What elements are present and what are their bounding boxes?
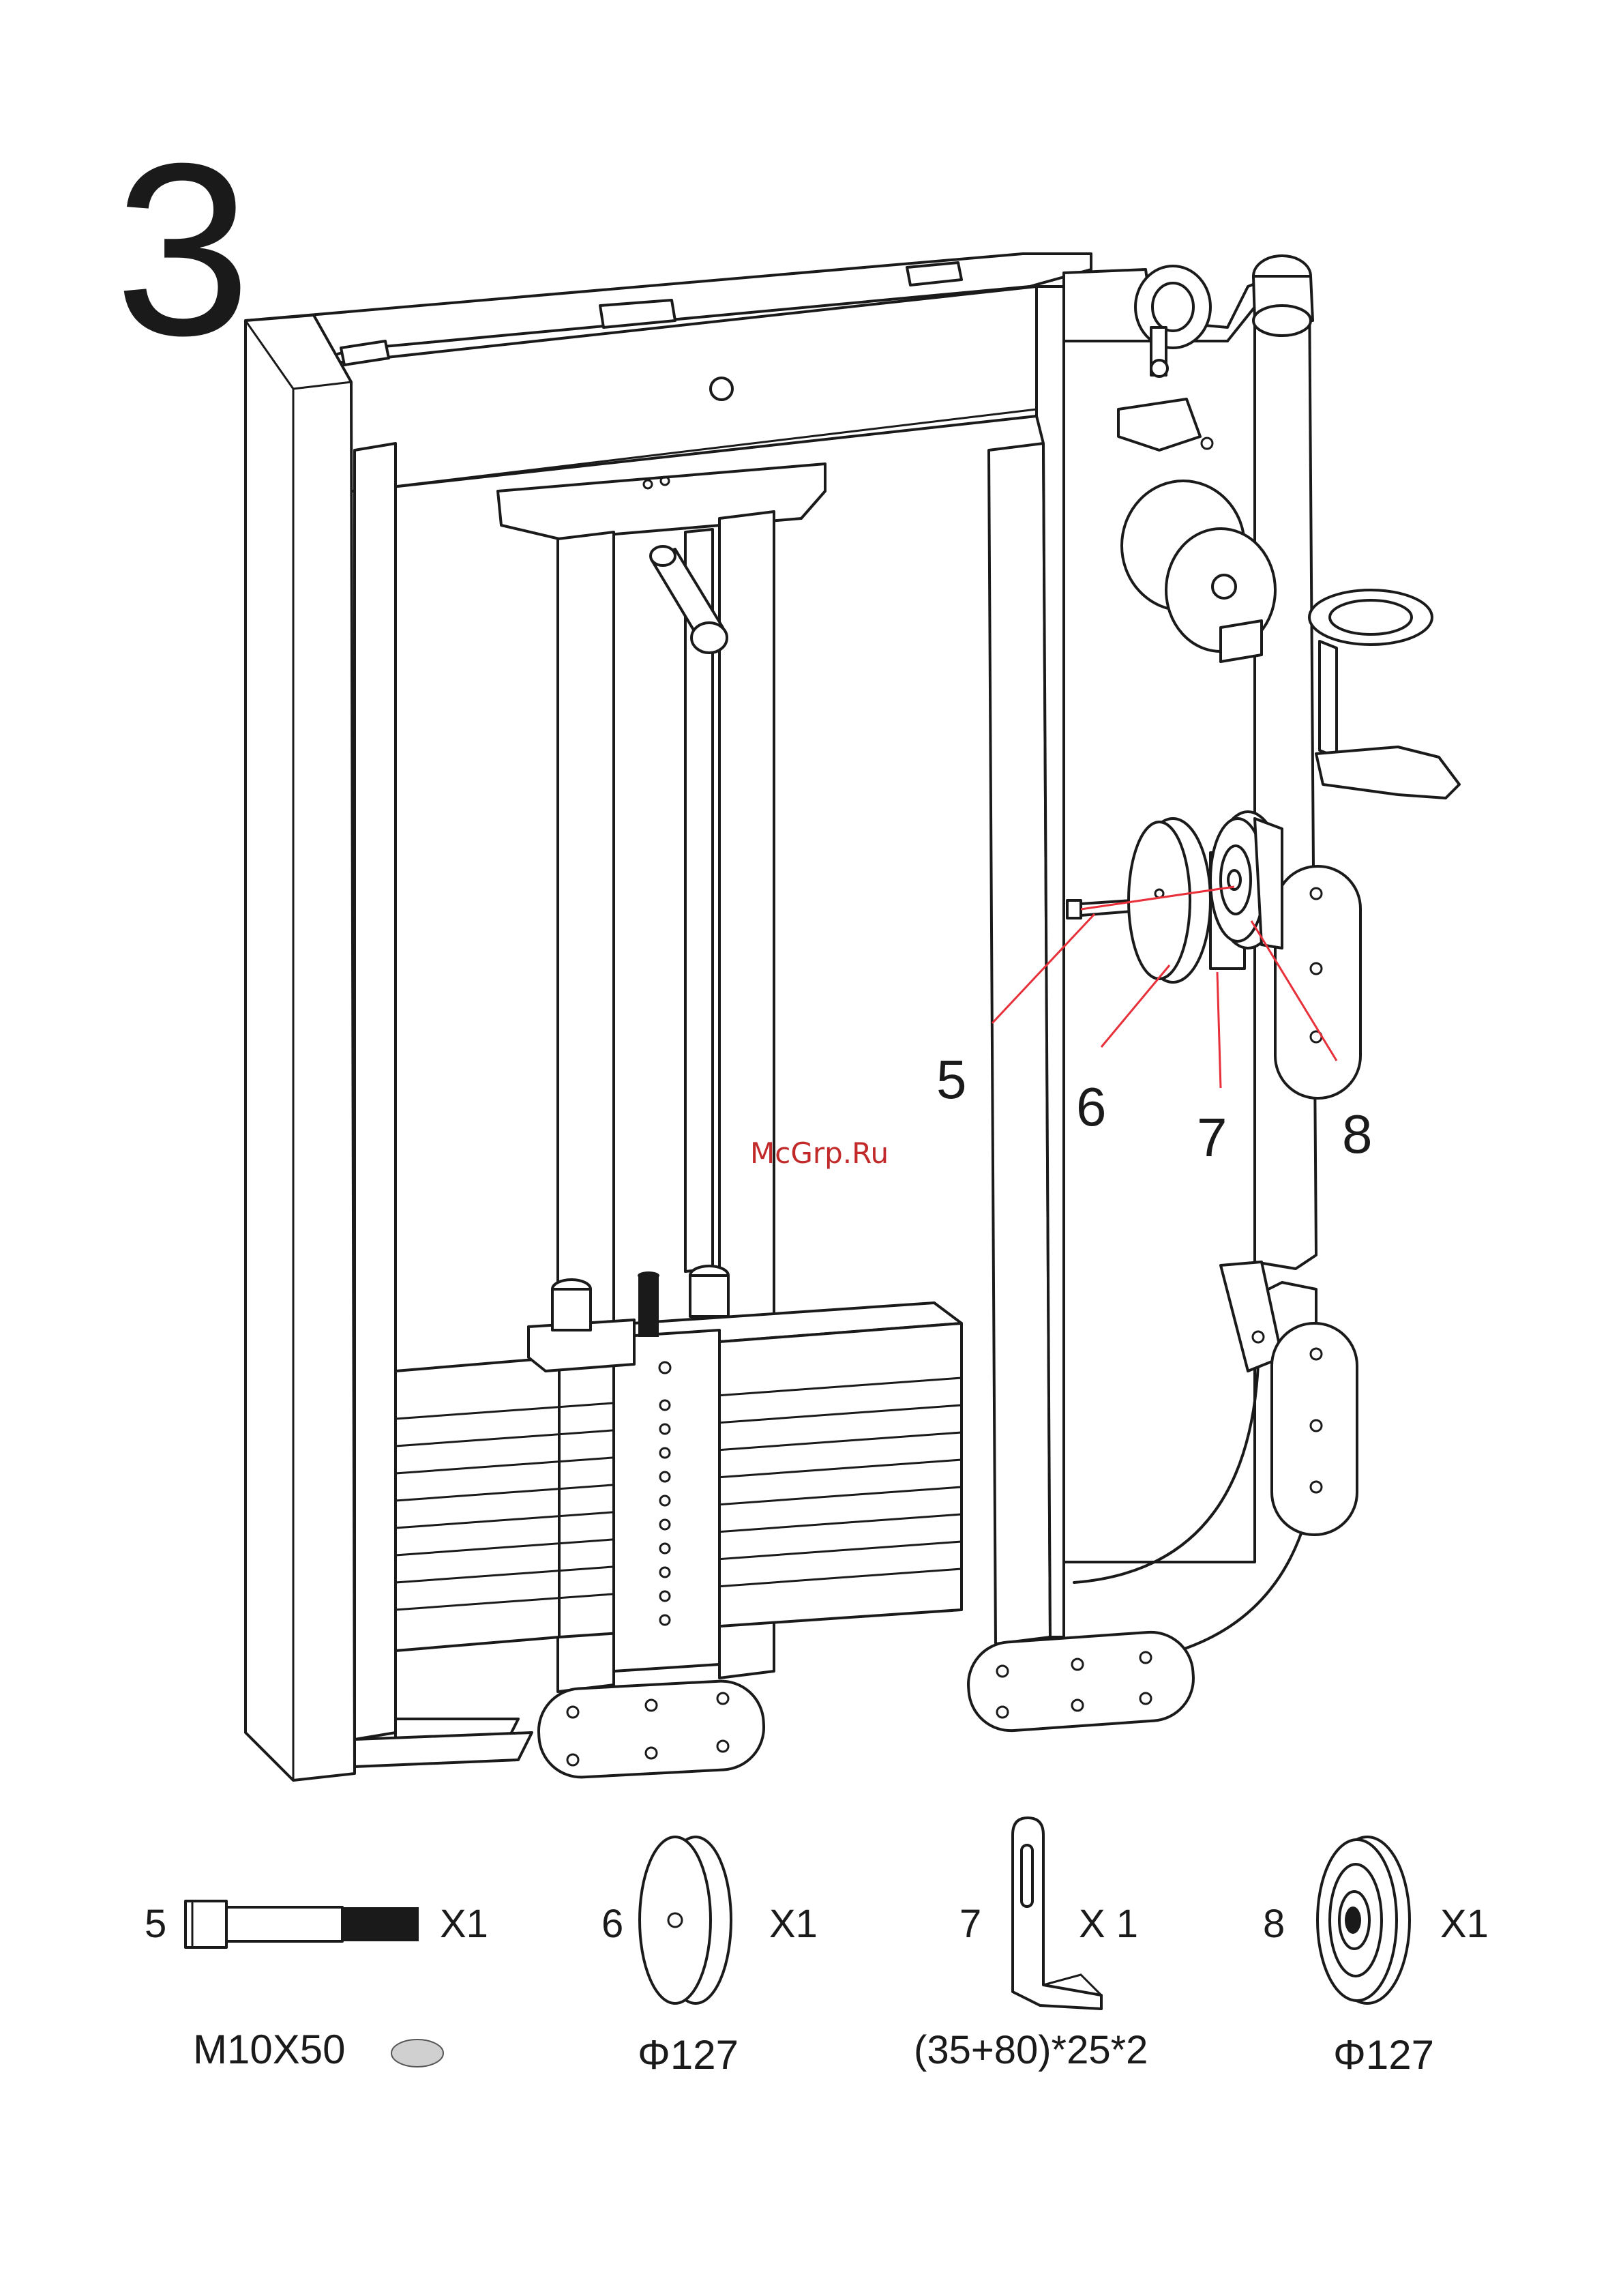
part-7: 7 X 1 (35+80)*25*2 <box>914 1818 1148 2072</box>
part-5-quantity: X1 <box>440 1902 488 1946</box>
selector-pin <box>638 1276 659 1337</box>
left-rear-upright <box>355 443 396 1739</box>
weight-stack <box>396 1266 962 1671</box>
part-7-quantity: X 1 <box>1079 1902 1138 1946</box>
part-8-number: 8 <box>1263 1902 1285 1946</box>
washer-icon <box>391 2040 443 2067</box>
part-6-quantity: X1 <box>769 1902 818 1946</box>
exploded-pulley <box>1210 812 1282 969</box>
machine-frame <box>245 254 1459 1780</box>
callout-5-label: 5 <box>936 1049 967 1110</box>
part-5-spec: M10X50 <box>193 2027 345 2072</box>
bar-holder <box>1309 590 1459 798</box>
parts-list: 5 X1 M10X50 6 X1 Φ127 7 <box>145 1818 1489 2078</box>
callout-7-label: 7 <box>1197 1107 1227 1168</box>
top-bracket-mid <box>600 300 675 327</box>
foot-pad-right <box>966 1630 1196 1734</box>
cover-disc-icon <box>640 1837 731 2003</box>
part-5-number: 5 <box>145 1902 166 1946</box>
mid-pulley <box>1122 481 1275 662</box>
carriage-top-plate <box>498 464 825 539</box>
part-8-spec: Φ127 <box>1333 2032 1434 2078</box>
part-8-quantity: X1 <box>1440 1902 1489 1946</box>
step-number: 3 <box>115 113 251 387</box>
part-8: 8 X1 Φ127 <box>1263 1837 1489 2078</box>
left-upright <box>245 315 355 1780</box>
part-6: 6 X1 Φ127 <box>601 1837 818 2078</box>
part-7-number: 7 <box>959 1902 981 1946</box>
part-7-spec: (35+80)*25*2 <box>914 2028 1148 2072</box>
right-front-upright <box>989 443 1050 1644</box>
watermark: McGrp.Ru <box>750 1136 889 1170</box>
top-bracket-right <box>907 263 962 285</box>
callout-6-label: 6 <box>1076 1076 1107 1137</box>
bolt-icon <box>185 1901 419 1947</box>
top-nut <box>711 378 732 400</box>
pulley-icon <box>1317 1837 1410 2003</box>
part-6-number: 6 <box>601 1902 623 1946</box>
part-5: 5 X1 M10X50 <box>145 1901 488 2072</box>
exploded-assembly <box>1067 812 1282 982</box>
foot-pad-center <box>537 1679 766 1779</box>
callout-8-label: 8 <box>1342 1104 1373 1164</box>
part-6-spec: Φ127 <box>638 2032 739 2078</box>
